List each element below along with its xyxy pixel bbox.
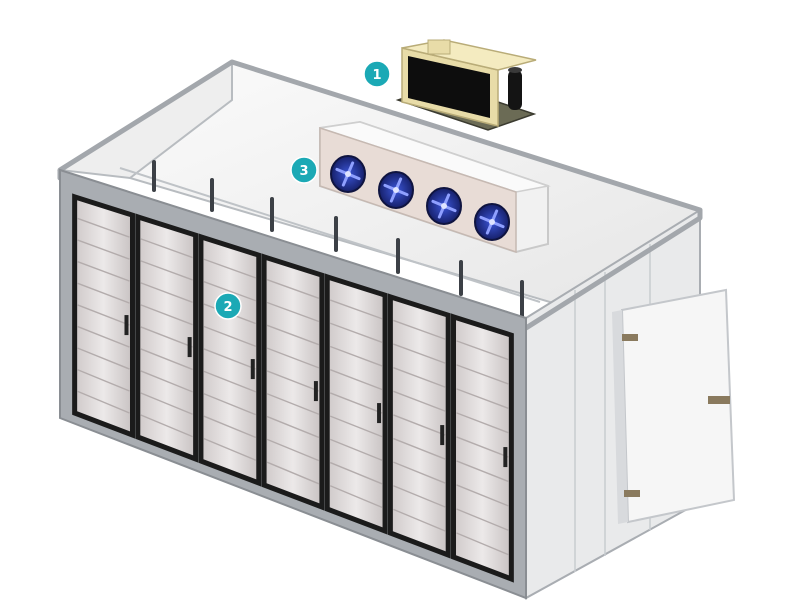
shelf-line xyxy=(140,392,193,415)
shelf-line xyxy=(77,369,130,392)
fan-icon xyxy=(330,155,366,193)
shelf-line xyxy=(456,364,509,385)
shelf-line xyxy=(456,532,509,556)
fan-icon xyxy=(378,171,414,209)
shelf-line xyxy=(266,461,320,485)
evaporator-unit xyxy=(319,120,551,254)
shelf-line xyxy=(203,281,257,302)
shelf-line xyxy=(203,437,257,461)
shelf-line xyxy=(456,412,509,434)
shelf-line xyxy=(266,438,320,462)
glass-door xyxy=(451,313,514,583)
shelf-line xyxy=(393,437,446,460)
shelf-line xyxy=(393,319,446,340)
door-hinge-top xyxy=(622,334,638,341)
glass-door xyxy=(324,273,388,535)
evaporator-fans xyxy=(330,155,510,241)
shelf-line xyxy=(266,278,320,300)
fan-icon xyxy=(474,203,510,241)
shelf-line xyxy=(77,304,130,326)
shelf-line xyxy=(266,324,320,346)
callout-3: 3 xyxy=(290,156,318,184)
shelf-line xyxy=(77,217,130,238)
shelf-line xyxy=(140,282,193,303)
door-handle-icon xyxy=(187,337,192,358)
shelf-line xyxy=(393,508,446,532)
shelf-line xyxy=(140,370,193,393)
shelf-line xyxy=(266,347,320,369)
shelf-line xyxy=(329,299,383,320)
shelf-line xyxy=(203,415,257,439)
callout-2-label: 2 xyxy=(223,300,232,315)
shelf-line xyxy=(266,393,320,415)
shelf-line xyxy=(393,485,446,508)
glass-door xyxy=(72,193,135,439)
door-handle-icon xyxy=(377,403,382,424)
shelf-line xyxy=(77,325,130,348)
shelf-line xyxy=(140,238,193,259)
shelf-line xyxy=(393,367,446,388)
shelf-line xyxy=(329,345,383,367)
shelf-line xyxy=(203,393,257,416)
shelf-line xyxy=(266,370,320,392)
shelf-line xyxy=(456,508,509,531)
fan-icon xyxy=(426,187,462,225)
callout-1: 1 xyxy=(363,60,391,88)
shelf-line xyxy=(77,261,130,282)
door-handle-icon xyxy=(250,359,255,380)
shelf-line xyxy=(456,484,509,507)
shelf-line xyxy=(329,461,383,485)
shelf-line xyxy=(266,415,320,439)
glass-doors xyxy=(72,193,514,583)
shelf-line xyxy=(77,347,130,370)
shelf-line xyxy=(140,260,193,281)
shelf-line xyxy=(456,388,509,409)
shelf-line xyxy=(393,461,446,484)
shelf-line xyxy=(329,415,383,438)
shelf-line xyxy=(77,282,130,304)
door-handle-icon xyxy=(503,447,508,468)
shelf-line xyxy=(329,369,383,391)
shelf-line xyxy=(140,414,193,438)
shelf-line xyxy=(456,436,509,458)
door-handle-icon xyxy=(313,381,318,402)
shelf-line xyxy=(329,392,383,414)
condensing-unit xyxy=(395,39,537,131)
glass-door xyxy=(135,213,199,463)
shelf-line xyxy=(456,340,509,361)
shelf-line xyxy=(393,414,446,436)
callout-1-label: 1 xyxy=(372,68,381,83)
entry-door xyxy=(612,288,736,524)
shelf-line xyxy=(203,258,257,279)
shelf-line xyxy=(456,460,509,483)
shelf-line xyxy=(140,326,193,348)
shelf-line xyxy=(77,390,130,414)
shelf-line xyxy=(203,325,257,347)
callout-2: 2 xyxy=(214,292,242,320)
shelf-line xyxy=(140,304,193,326)
shelf-line xyxy=(140,348,193,371)
shelf-line xyxy=(77,239,130,260)
glass-door xyxy=(261,253,325,511)
shelf-line xyxy=(203,348,257,370)
shelf-line xyxy=(393,390,446,412)
shelf-line xyxy=(329,485,383,509)
door-handle-icon xyxy=(440,425,445,446)
door-hinge-bottom xyxy=(624,490,640,497)
shelf-posts xyxy=(152,160,524,318)
glass-door xyxy=(387,293,451,559)
shelf-line xyxy=(329,322,383,343)
door-handle-icon xyxy=(124,315,129,336)
shelf-line xyxy=(329,438,383,461)
shelf-line xyxy=(203,370,257,393)
glass-door xyxy=(198,233,262,487)
callout-3-label: 3 xyxy=(299,164,308,179)
shelf-line xyxy=(393,343,446,364)
door-handle xyxy=(708,396,730,404)
shelf-line xyxy=(266,301,320,323)
